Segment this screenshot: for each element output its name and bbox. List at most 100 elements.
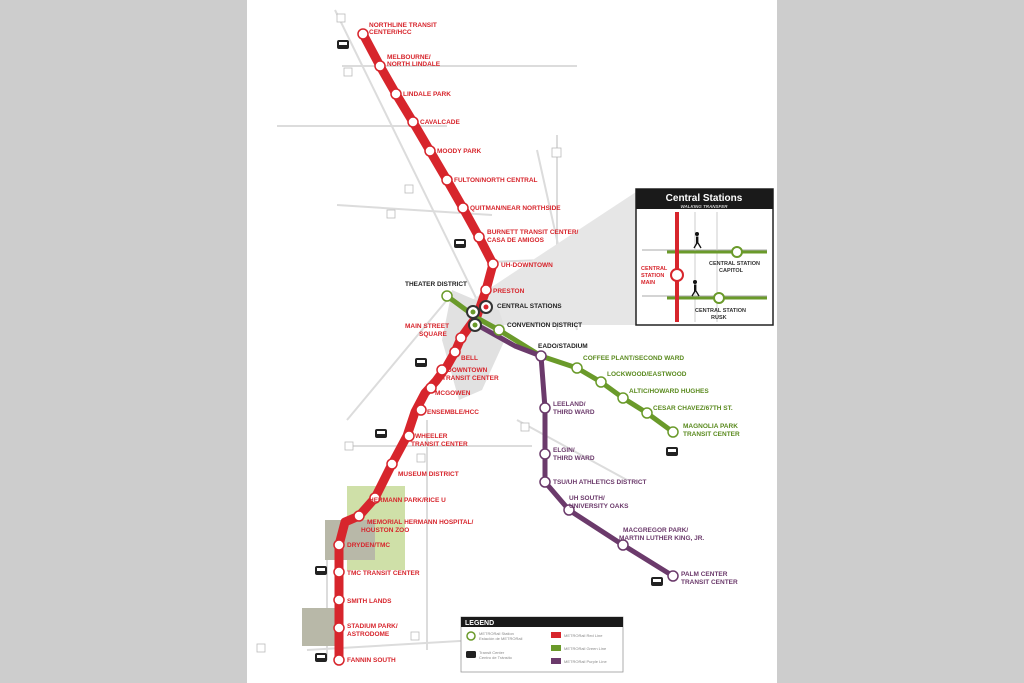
label-cavalcade: CAVALCADE [420, 119, 461, 126]
inset-rusk-2: RUSK [711, 315, 727, 321]
label-bell: BELL [461, 355, 478, 362]
station-theater-district[interactable] [441, 290, 453, 302]
station-altic[interactable] [617, 392, 629, 404]
station-moody-park[interactable] [424, 145, 436, 157]
station-downtown-tc[interactable] [436, 364, 448, 376]
label-burnett-2: CASA DE AMIGOS [487, 237, 545, 244]
station-preston[interactable] [480, 284, 492, 296]
purple-line-stations [535, 350, 679, 582]
inset-capitol-1: CENTRAL STATION [709, 261, 760, 267]
station-quitman[interactable] [457, 202, 469, 214]
station-bell[interactable] [449, 346, 461, 358]
label-leeland-2: THIRD WARD [553, 409, 595, 416]
label-smith-lands: SMITH LANDS [347, 598, 392, 605]
inset-subtitle: WALKING TRANSFER [681, 204, 729, 209]
station-palm-center[interactable] [667, 570, 679, 582]
label-magnolia-2: TRANSIT CENTER [683, 431, 740, 438]
label-altic: ALTIC/HOWARD HUGHES [629, 388, 709, 395]
label-stadium-park-2: ASTRODOME [347, 631, 390, 638]
central-stations-zoom-cone [472, 190, 639, 325]
tmc-area [325, 520, 375, 560]
station-fulton[interactable] [441, 174, 453, 186]
walking-person-icon [693, 232, 702, 249]
label-magnolia-1: MAGNOLIA PARK [683, 423, 738, 430]
central-stations-inset: Central Stations WALKING TRANSFER CENTRA… [635, 188, 774, 326]
station-main-street-square[interactable] [455, 332, 467, 344]
station-northline[interactable] [357, 28, 369, 40]
label-tmc-tc: TMC TRANSIT CENTER [347, 570, 420, 577]
station-hermann-park[interactable] [369, 492, 381, 504]
label-tsu: TSU/UH ATHLETICS DISTRICT [553, 479, 647, 486]
inset-main-1: CENTRAL [641, 266, 668, 272]
red-line [334, 29, 498, 665]
label-northline-2: CENTER/HCC [369, 29, 412, 36]
station-convention-district[interactable] [493, 324, 505, 336]
label-uh-downtown: UH-DOWNTOWN [501, 262, 553, 269]
station-tsu[interactable] [539, 476, 551, 488]
label-uh-south-2: UNIVERSITY OAKS [569, 503, 629, 510]
station-mcgowen[interactable] [425, 382, 437, 394]
legend: LEGEND METRORail Station Estación de MET… [460, 616, 624, 673]
label-lindale-park: LINDALE PARK [403, 91, 451, 98]
legend-tc-2: Centro de Tránsito [479, 655, 513, 660]
station-leeland[interactable] [539, 402, 551, 414]
label-melbourne-1: MELBOURNE/ [387, 54, 431, 61]
inset-rusk-1: CENTRAL STATION [695, 308, 746, 314]
legend-green-line: METRORail Green Line [564, 646, 607, 651]
legend-station-2: Estación de METRORail [479, 636, 522, 641]
label-elgin-2: THIRD WARD [553, 455, 595, 462]
legend-tc-1: Transit Center [479, 650, 505, 655]
label-moody-park: MOODY PARK [437, 148, 481, 155]
station-uh-south[interactable] [563, 504, 575, 516]
station-tmc-tc[interactable] [333, 566, 345, 578]
label-lockwood: LOCKWOOD/EASTWOOD [607, 371, 687, 378]
station-coffee-plant[interactable] [571, 362, 583, 374]
station-cavalcade[interactable] [407, 116, 419, 128]
label-quitman: QUITMAN/NEAR NORTHSIDE [470, 205, 561, 212]
walking-person-icon [691, 280, 700, 297]
station-melbourne[interactable] [374, 60, 386, 72]
label-convention-district: CONVENTION DISTRICT [507, 322, 582, 329]
label-uh-south-1: UH SOUTH/ [569, 495, 605, 502]
station-magnolia[interactable] [667, 426, 679, 438]
label-wheeler-1: WHEELER [415, 433, 448, 440]
label-ensemble: ENSEMBLE/HCC [427, 409, 479, 416]
label-wheeler-2: TRANSIT CENTER [411, 441, 468, 448]
station-uh-downtown[interactable] [487, 258, 499, 270]
station-cesar-chavez[interactable] [641, 407, 653, 419]
station-dryden[interactable] [333, 539, 345, 551]
station-wheeler[interactable] [403, 430, 415, 442]
label-downtown-2: TRANSIT CENTER [442, 375, 499, 382]
station-eado[interactable] [535, 350, 547, 362]
legend-title: LEGEND [465, 620, 494, 627]
station-lindale-park[interactable] [390, 88, 402, 100]
central-stations-cluster[interactable] [466, 300, 493, 332]
station-smith-lands[interactable] [333, 594, 345, 606]
label-memorial-2: HOUSTON ZOO [361, 527, 409, 534]
station-macgregor[interactable] [617, 539, 629, 551]
station-fannin-south[interactable] [333, 654, 345, 666]
label-macgregor-1: MACGREGOR PARK/ [623, 527, 688, 534]
station-stadium-park[interactable] [333, 622, 345, 634]
label-burnett-1: BURNETT TRANSIT CENTER/ [487, 229, 579, 236]
station-museum[interactable] [386, 458, 398, 470]
legend-red-line: METRORail Red Line [564, 633, 603, 638]
inset-main-3: MAIN [641, 280, 655, 286]
station-memorial-hermann[interactable] [353, 510, 365, 522]
station-lockwood[interactable] [595, 376, 607, 388]
inset-main-2: STATION [641, 273, 664, 279]
label-elgin-1: ELGIN/ [553, 447, 575, 454]
station-burnett[interactable] [473, 231, 485, 243]
inset-title: Central Stations [666, 193, 743, 204]
station-elgin[interactable] [539, 448, 551, 460]
label-stadium-park-1: STADIUM PARK/ [347, 623, 398, 630]
green-line-stations [441, 290, 679, 438]
label-melbourne-2: NORTH LINDALE [387, 61, 441, 68]
station-ensemble[interactable] [415, 404, 427, 416]
label-palm-center-1: PALM CENTER [681, 571, 728, 578]
label-coffee-plant: COFFEE PLANT/SECOND WARD [583, 355, 684, 362]
label-fulton: FULTON/NORTH CENTRAL [454, 177, 538, 184]
red-line-stations [333, 28, 499, 666]
label-main-street-1: MAIN STREET [405, 323, 449, 330]
label-preston: PRESTON [493, 288, 525, 295]
